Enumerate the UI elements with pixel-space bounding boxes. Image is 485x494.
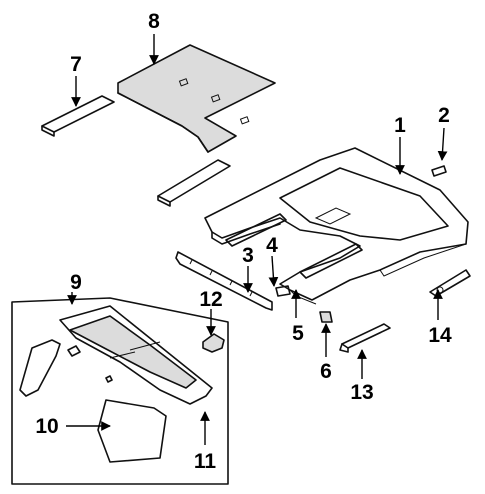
- map-lamp: [202, 333, 225, 353]
- callout-3: 3: [242, 244, 254, 267]
- callout-6: 6: [320, 360, 332, 383]
- insulation-strip-upper: [41, 95, 115, 137]
- callout-7: 7: [70, 53, 82, 76]
- leader-lines: [66, 34, 448, 445]
- callout-2: 2: [438, 104, 450, 127]
- callout-14: 14: [428, 324, 452, 347]
- roof-rail-trim: [175, 251, 273, 311]
- callout-10: 10: [35, 415, 58, 438]
- callout-5: 5: [292, 322, 304, 345]
- callout-8: 8: [148, 10, 160, 33]
- headliner-clip: [431, 165, 447, 177]
- callout-13: 13: [350, 381, 373, 404]
- bracket: [275, 285, 291, 297]
- callout-numbers: 1 2 3 4 5 6 7 8 9 10 11 12 13 14: [35, 10, 452, 473]
- small-clip: [319, 311, 333, 323]
- insulation-pad: [117, 44, 276, 153]
- callout-1: 1: [394, 114, 406, 137]
- insulation-strip-lower: [157, 159, 231, 207]
- coat-hook: [429, 269, 471, 297]
- callout-12: 12: [199, 288, 222, 311]
- callout-9: 9: [70, 271, 82, 294]
- grab-handle: [339, 323, 391, 353]
- callout-4: 4: [266, 234, 278, 257]
- callout-11: 11: [194, 450, 217, 473]
- headliner: [204, 147, 469, 305]
- sunvisor-assembly-box: [11, 297, 229, 485]
